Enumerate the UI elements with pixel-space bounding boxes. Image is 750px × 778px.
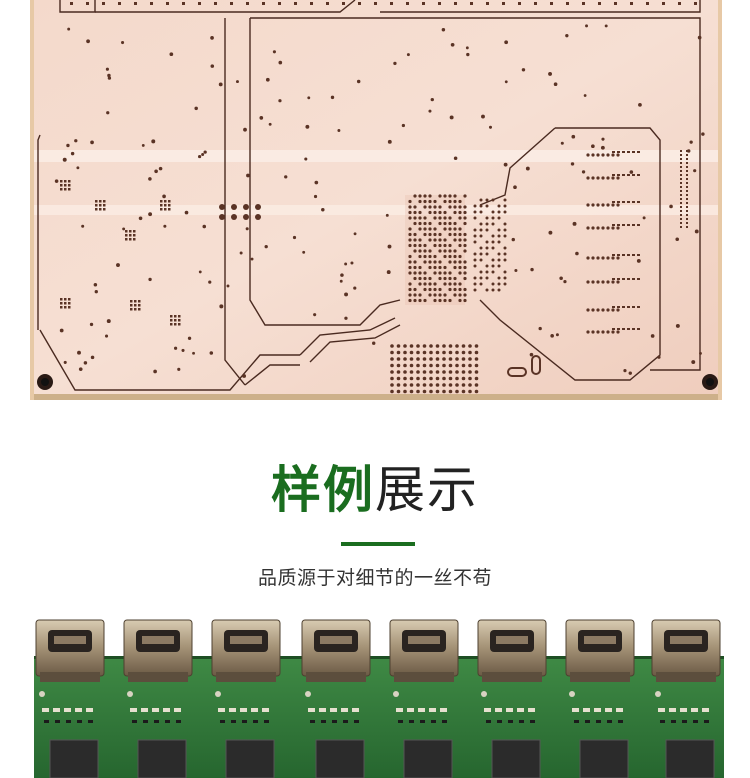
section-title-accent: 样例 [271,461,375,519]
bare-pcb-photo [30,0,722,400]
section-title: 样例展示 [0,460,750,520]
section-subtitle: 品质源于对细节的一丝不苟 [257,567,492,589]
sample-showcase-section: 样例展示 品质源于对细节的一丝不苟 [0,402,750,620]
assembled-pcb-photo [0,616,750,778]
section-title-rest: 展示 [375,461,479,519]
title-divider [341,542,415,546]
